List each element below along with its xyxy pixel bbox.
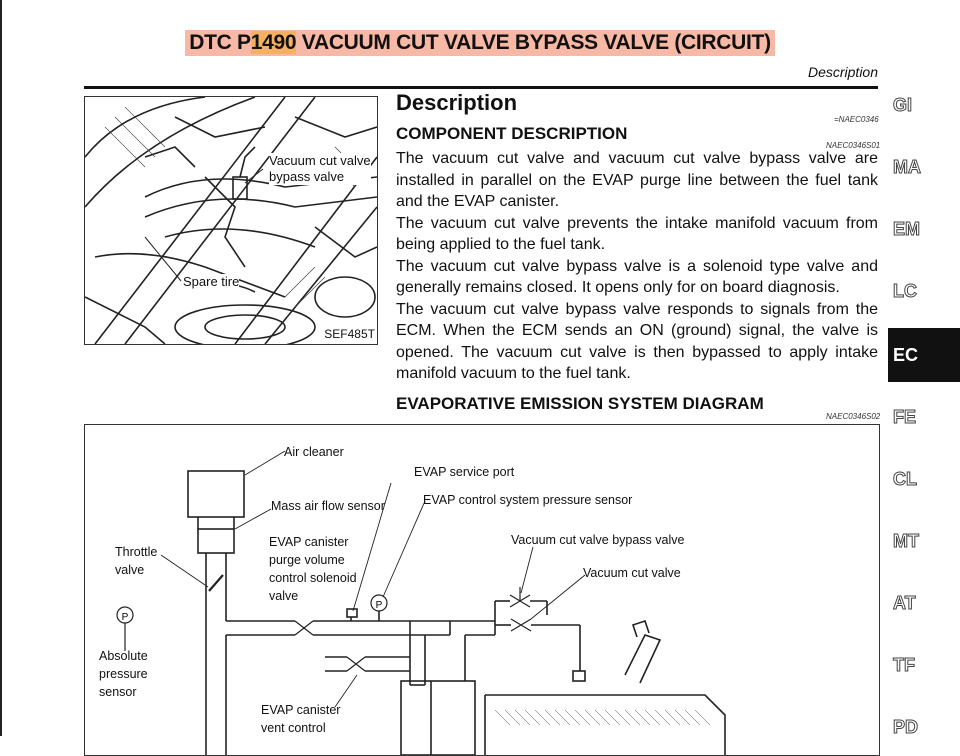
fuel-hatching <box>494 709 711 726</box>
page-left-edge <box>0 0 2 736</box>
tab-gi[interactable]: GI <box>893 95 913 116</box>
figure-label-bypass-valve: Vacuum cut valve bypass valve <box>269 153 371 185</box>
page-header: DTC P1490 VACUUM CUT VALVE BYPASS VALVE … <box>0 30 960 56</box>
valve-symbols <box>116 587 532 672</box>
diagram-drawing: P P <box>116 450 726 755</box>
title-prefix: DTC P <box>189 31 251 54</box>
label-throttle-valve: Throttle valve <box>115 545 158 577</box>
title-code-highlight: 1490 <box>250 31 297 54</box>
component-ref-code: NAEC0346S01 <box>826 141 881 150</box>
throttle-plate <box>208 574 224 592</box>
section-tab-strip: GI MA EM LC EC FE CL MT AT TF PD <box>888 0 960 738</box>
page-title: DTC P1490 VACUUM CUT VALVE BYPASS VALVE … <box>185 30 775 56</box>
figure-illustration <box>85 97 377 344</box>
paragraph: The vacuum cut valve bypass valve respon… <box>396 300 878 383</box>
label-evap-service-port: EVAP service port <box>414 465 515 479</box>
evap-system-diagram: P P Air cleaner EVAP service port Mass a… <box>84 424 880 756</box>
spare-tire-leader <box>144 236 182 282</box>
label-vacuum-cut-valve: Vacuum cut valve <box>583 566 681 580</box>
tab-em[interactable]: EM <box>893 219 921 240</box>
description-heading: Description <box>396 90 518 115</box>
maf-box <box>197 528 235 554</box>
figure-label-spare-tire: Spare tire <box>183 274 240 290</box>
bypass-valve-leader <box>244 168 264 184</box>
tab-lc[interactable]: LC <box>893 281 918 302</box>
paragraph: The vacuum cut valve and vacuum cut valv… <box>396 150 878 210</box>
tab-fe[interactable]: FE <box>893 407 917 428</box>
diagram-ref-code: NAEC0346S02 <box>826 412 881 421</box>
label-bypass-valve: Vacuum cut valve bypass valve <box>511 533 685 547</box>
figure-code: SEF485T <box>324 326 375 342</box>
component-description-text: The vacuum cut valve and vacuum cut valv… <box>396 148 878 385</box>
section-label: Description <box>807 64 878 80</box>
tab-cl[interactable]: CL <box>893 469 918 490</box>
label-air-cleaner: Air cleaner <box>284 445 344 459</box>
tab-pd[interactable]: PD <box>893 717 919 738</box>
tab-tf[interactable]: TF <box>893 655 916 676</box>
pressure-sensor-symbol: P <box>376 600 383 611</box>
tab-mt[interactable]: MT <box>893 531 920 552</box>
tab-at[interactable]: AT <box>893 593 917 614</box>
paragraph: The vacuum cut valve prevents the intake… <box>396 214 878 254</box>
component-description-heading: COMPONENT DESCRIPTION <box>396 124 628 143</box>
label-purge-solenoid: EVAP canister purge volume control solen… <box>269 535 357 603</box>
component-location-figure: Vacuum cut valve bypass valve Spare tire… <box>84 96 378 345</box>
tab-ec-active[interactable]: EC <box>888 328 960 382</box>
title-rest: VACUUM CUT VALVE BYPASS VALVE (CIRCUIT) <box>296 31 771 54</box>
header-rule <box>84 86 878 89</box>
label-vent-control: EVAP canister vent control <box>261 703 341 735</box>
label-absolute-pressure-sensor: Absolute pressure sensor <box>99 649 148 699</box>
label-maf-sensor: Mass air flow sensor <box>271 499 385 513</box>
description-ref-code: =NAEC0346 <box>834 115 879 124</box>
diagram-leaders <box>160 450 586 708</box>
tab-ma[interactable]: MA <box>893 157 922 178</box>
diagram-heading: EVAPORATIVE EMISSION SYSTEM DIAGRAM <box>396 394 764 413</box>
absolute-sensor-symbol: P <box>122 612 129 623</box>
paragraph: The vacuum cut valve bypass valve is a s… <box>396 257 878 297</box>
label-pressure-sensor: EVAP control system pressure sensor <box>423 493 633 507</box>
air-cleaner-box <box>187 470 245 518</box>
